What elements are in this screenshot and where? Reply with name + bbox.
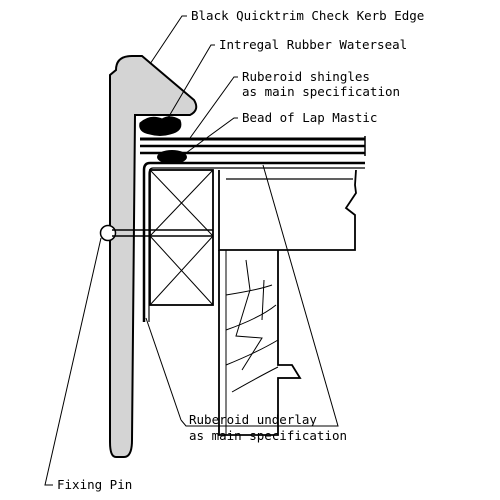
batten-brace — [149, 169, 214, 237]
label-waterseal: Intregal Rubber Waterseal — [219, 37, 407, 52]
label-underlay-line1: Ruberoid underlay — [189, 412, 317, 427]
leader-waterseal — [167, 44, 215, 119]
timber-batten — [149, 169, 214, 306]
leader-fixing-pin — [44, 237, 102, 486]
end-grain-check — [235, 259, 263, 371]
label-mastic: Bead of Lap Mastic — [242, 110, 377, 125]
roof-deck-board — [218, 169, 357, 251]
rubber-waterseal — [139, 116, 182, 136]
end-grain-ring — [225, 284, 273, 296]
label-shingles-line2: as main specification — [242, 84, 400, 99]
end-grain-ring — [225, 339, 279, 366]
leader-underlay-b — [180, 164, 339, 427]
leader-underlay-a — [145, 317, 182, 421]
label-kerb-edge: Black Quicktrim Check Kerb Edge — [191, 8, 424, 23]
end-grain-ring — [231, 366, 279, 393]
ruberoid-underlay — [142, 161, 365, 322]
leader-kerb-edge — [149, 15, 187, 65]
label-fixing-pin: Fixing Pin — [57, 477, 132, 492]
label-shingles-line1: Ruberoid shingles — [242, 69, 370, 84]
label-underlay-line2: as main specification — [189, 428, 347, 443]
kerb-edge-profile — [109, 55, 198, 458]
ruberoid-underlay-inner — [148, 167, 365, 322]
fixing-pin-head — [99, 224, 117, 242]
leader-mastic — [185, 117, 238, 154]
end-grain-check — [261, 279, 265, 321]
batten-brace — [149, 235, 214, 306]
end-grain-ring — [225, 304, 277, 331]
leader-shingles — [189, 76, 238, 139]
